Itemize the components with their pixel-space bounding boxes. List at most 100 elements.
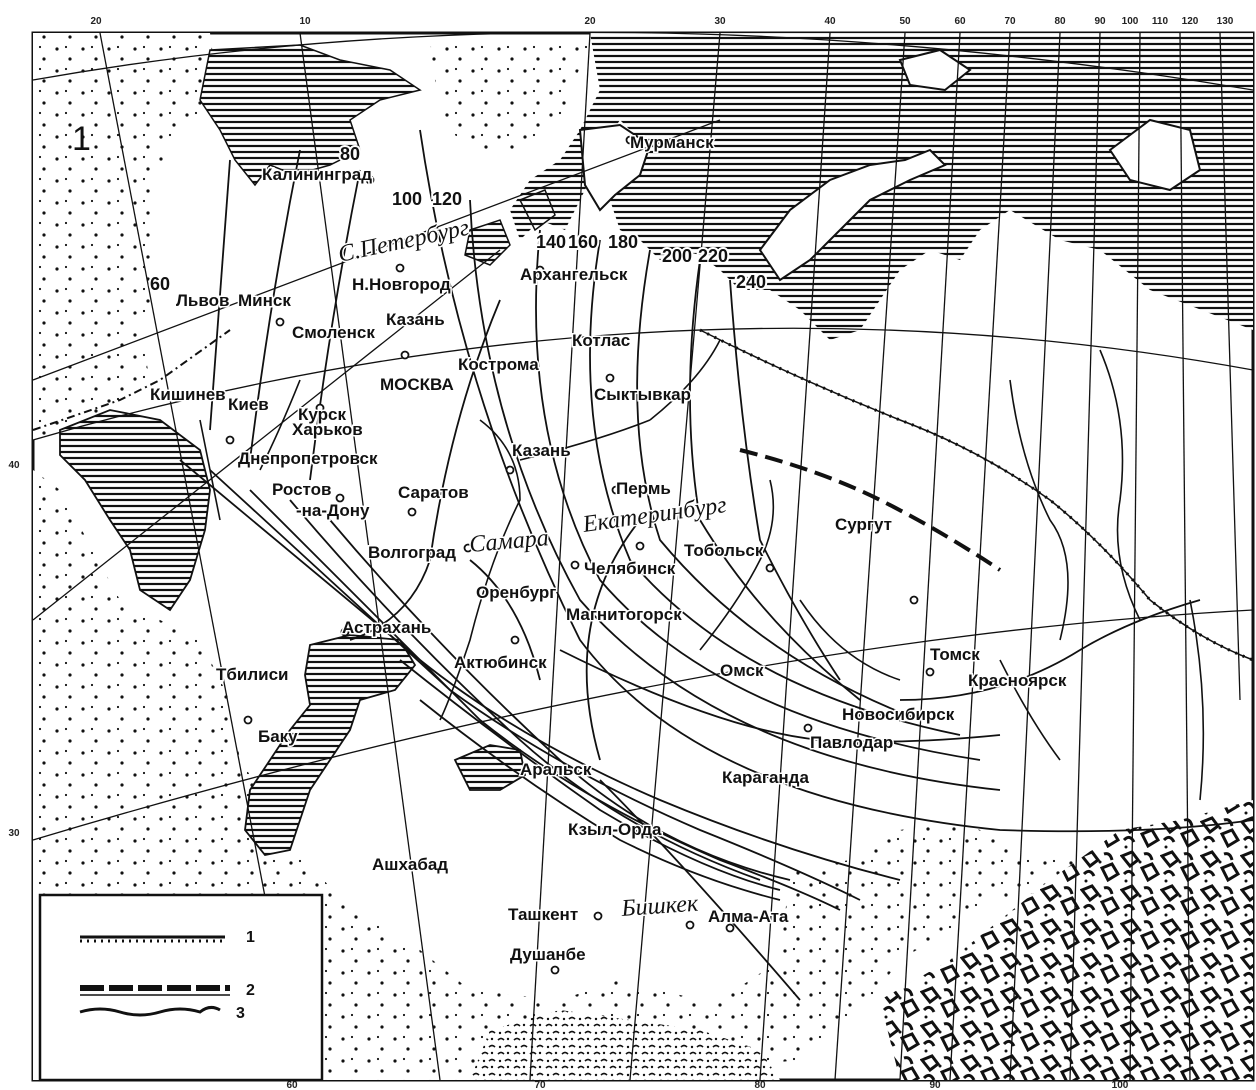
city-label-arkhangelsk: Архангельск [520,265,628,284]
lon-tick-bottom: 100 [1112,1080,1129,1090]
baltic-sea [199,44,422,187]
city-label-saratov: Саратов [398,483,469,502]
island-severnaya-zemlya [1108,118,1202,192]
aral-sea [453,744,527,791]
wavy-line-icon [79,1005,221,1017]
city-label-surgut: Сургут [835,515,892,534]
lon-tick-top: 20 [584,16,596,27]
kola-peninsula [578,123,652,212]
city-label-baku: Баку [258,727,298,746]
lon-tick-top: 30 [714,16,726,27]
lon-tick-top: 60 [954,16,966,27]
city-label-krasnoyarsk: Красноярск [968,671,1067,690]
isoline-label-160: 160 [568,232,598,252]
city-label-rostov2: -на-Дону [296,501,370,520]
city-label-murmansk: Мурманск [630,133,714,152]
city-label-novosibirsk: Новосибирск [842,705,955,724]
city-label-novgorod: Н.Новгород [352,275,451,294]
region-label: 1 [72,120,91,158]
black-sea [59,409,211,612]
lon-tick-top: 130 [1217,16,1234,27]
lon-tick-top: 110 [1152,16,1169,27]
city-labels: МурманскКалининградАрхангельскН.Новгород… [149,132,1069,966]
city-label-aktyubinsk: Актюбинск [454,653,547,672]
legend-num-3: 3 [236,1005,245,1022]
city-label-kaliningrad: Калининград [262,165,372,184]
city-label-orenburg: Оренбург [476,583,556,602]
lon-tick-bottom: 70 [534,1080,546,1090]
mountain-region-south [880,800,1253,1080]
city-label-syktyvkar: Сыктывкар [594,385,691,404]
city-label-pavlodar: Павлодар [810,733,893,752]
lon-tick-bottom: 60 [286,1080,298,1090]
city-label-astrakhan: Астрахань [342,618,431,637]
island-novaya-zemlya [758,148,947,282]
isoline-label-100: 100 [392,189,422,209]
city-label-kursk: Курск [298,405,346,424]
city-label-dushanbe: Душанбе [510,945,586,964]
rivers [199,339,1205,801]
lon-tick-top: 10 [299,16,311,27]
city-label-kazan1: Казань [386,310,445,329]
lake-onega [518,189,556,232]
legend: 1 2 3 [38,893,324,1082]
hatched-line-icon [80,935,225,943]
lon-tick-top: 20 [90,16,102,27]
boundary-line-2 [739,448,1002,572]
city-label-almaata: Алма-Ата [708,907,789,926]
lon-tick-top: 50 [899,16,911,27]
city-label-tbilisi: Тбилиси [216,665,289,684]
caspian-sea [244,634,417,856]
city-label-karaganda: Караганда [722,768,809,787]
lon-tick-top: 120 [1182,16,1199,27]
isoline-label-180: 180 [608,232,638,252]
city-label-aralsk: Аральск [520,760,592,779]
lon-tick-top: 40 [824,16,836,27]
city-label-kostroma: Кострома [458,355,539,374]
dotted-land-west [33,33,215,440]
city-label-tobolsk: Тобольск [684,541,764,560]
mountain-region-pamir [470,1010,780,1080]
city-label-kiev: Киев [228,395,269,414]
lat-tick-left: 30 [8,828,20,839]
lake-ladoga [464,219,511,266]
isoline-label-140: 140 [536,232,566,252]
isolines [179,129,1254,1001]
city-label-tashkent: Ташкент [508,905,578,924]
lon-tick-top: 80 [1054,16,1066,27]
city-label-chelyabinsk: Челябинск [584,559,676,578]
city-label-kzylorda: Кзыл-Орда [568,820,662,839]
dashed-bar-line-icon [80,985,230,996]
city-label-moskva: МОСКВА [380,375,454,394]
legend-num-1: 1 [246,929,255,946]
city-label-magnitogorsk: Магнитогорск [566,605,682,624]
lon-tick-bottom: 90 [929,1080,941,1090]
isoline-label-60: 60 [150,274,170,294]
dotted-land-central-asia [680,820,1140,1070]
city-label-dnepropetrovsk: Днепропетровск [238,449,378,468]
city-markers [225,135,935,975]
lon-tick-top: 90 [1094,16,1106,27]
lon-tick-top: 100 [1122,16,1139,27]
city-label-kharkov: Харьков [292,420,363,439]
city-label-tomsk: Томск [930,645,980,664]
city-label-ashkhabad: Ашхабад [372,855,448,874]
isoline-label-120: 120 [432,189,462,209]
boundary-line-1b [699,329,1254,661]
city-label-kazan2: Казань [512,441,571,460]
dotted-land-north [430,40,590,150]
legend-num-2: 2 [246,982,255,999]
lat-tick-left: 40 [8,460,20,471]
boundary-line-3 [32,329,231,431]
city-label-kishinev: Кишинев [150,385,226,404]
city-label-rostov1: Ростов [272,480,331,499]
city-label-kotlas: Котлас [572,331,630,350]
city-label-volgograd: Волгоград [368,543,456,562]
city-label-perm: Пермь [616,479,671,498]
isoline-label-220: 220 [698,246,728,266]
isoline-label-200: 200 [662,246,692,266]
city-label-smolensk: Смоленск [292,323,375,342]
city-label-lvov: Львов [176,291,229,310]
